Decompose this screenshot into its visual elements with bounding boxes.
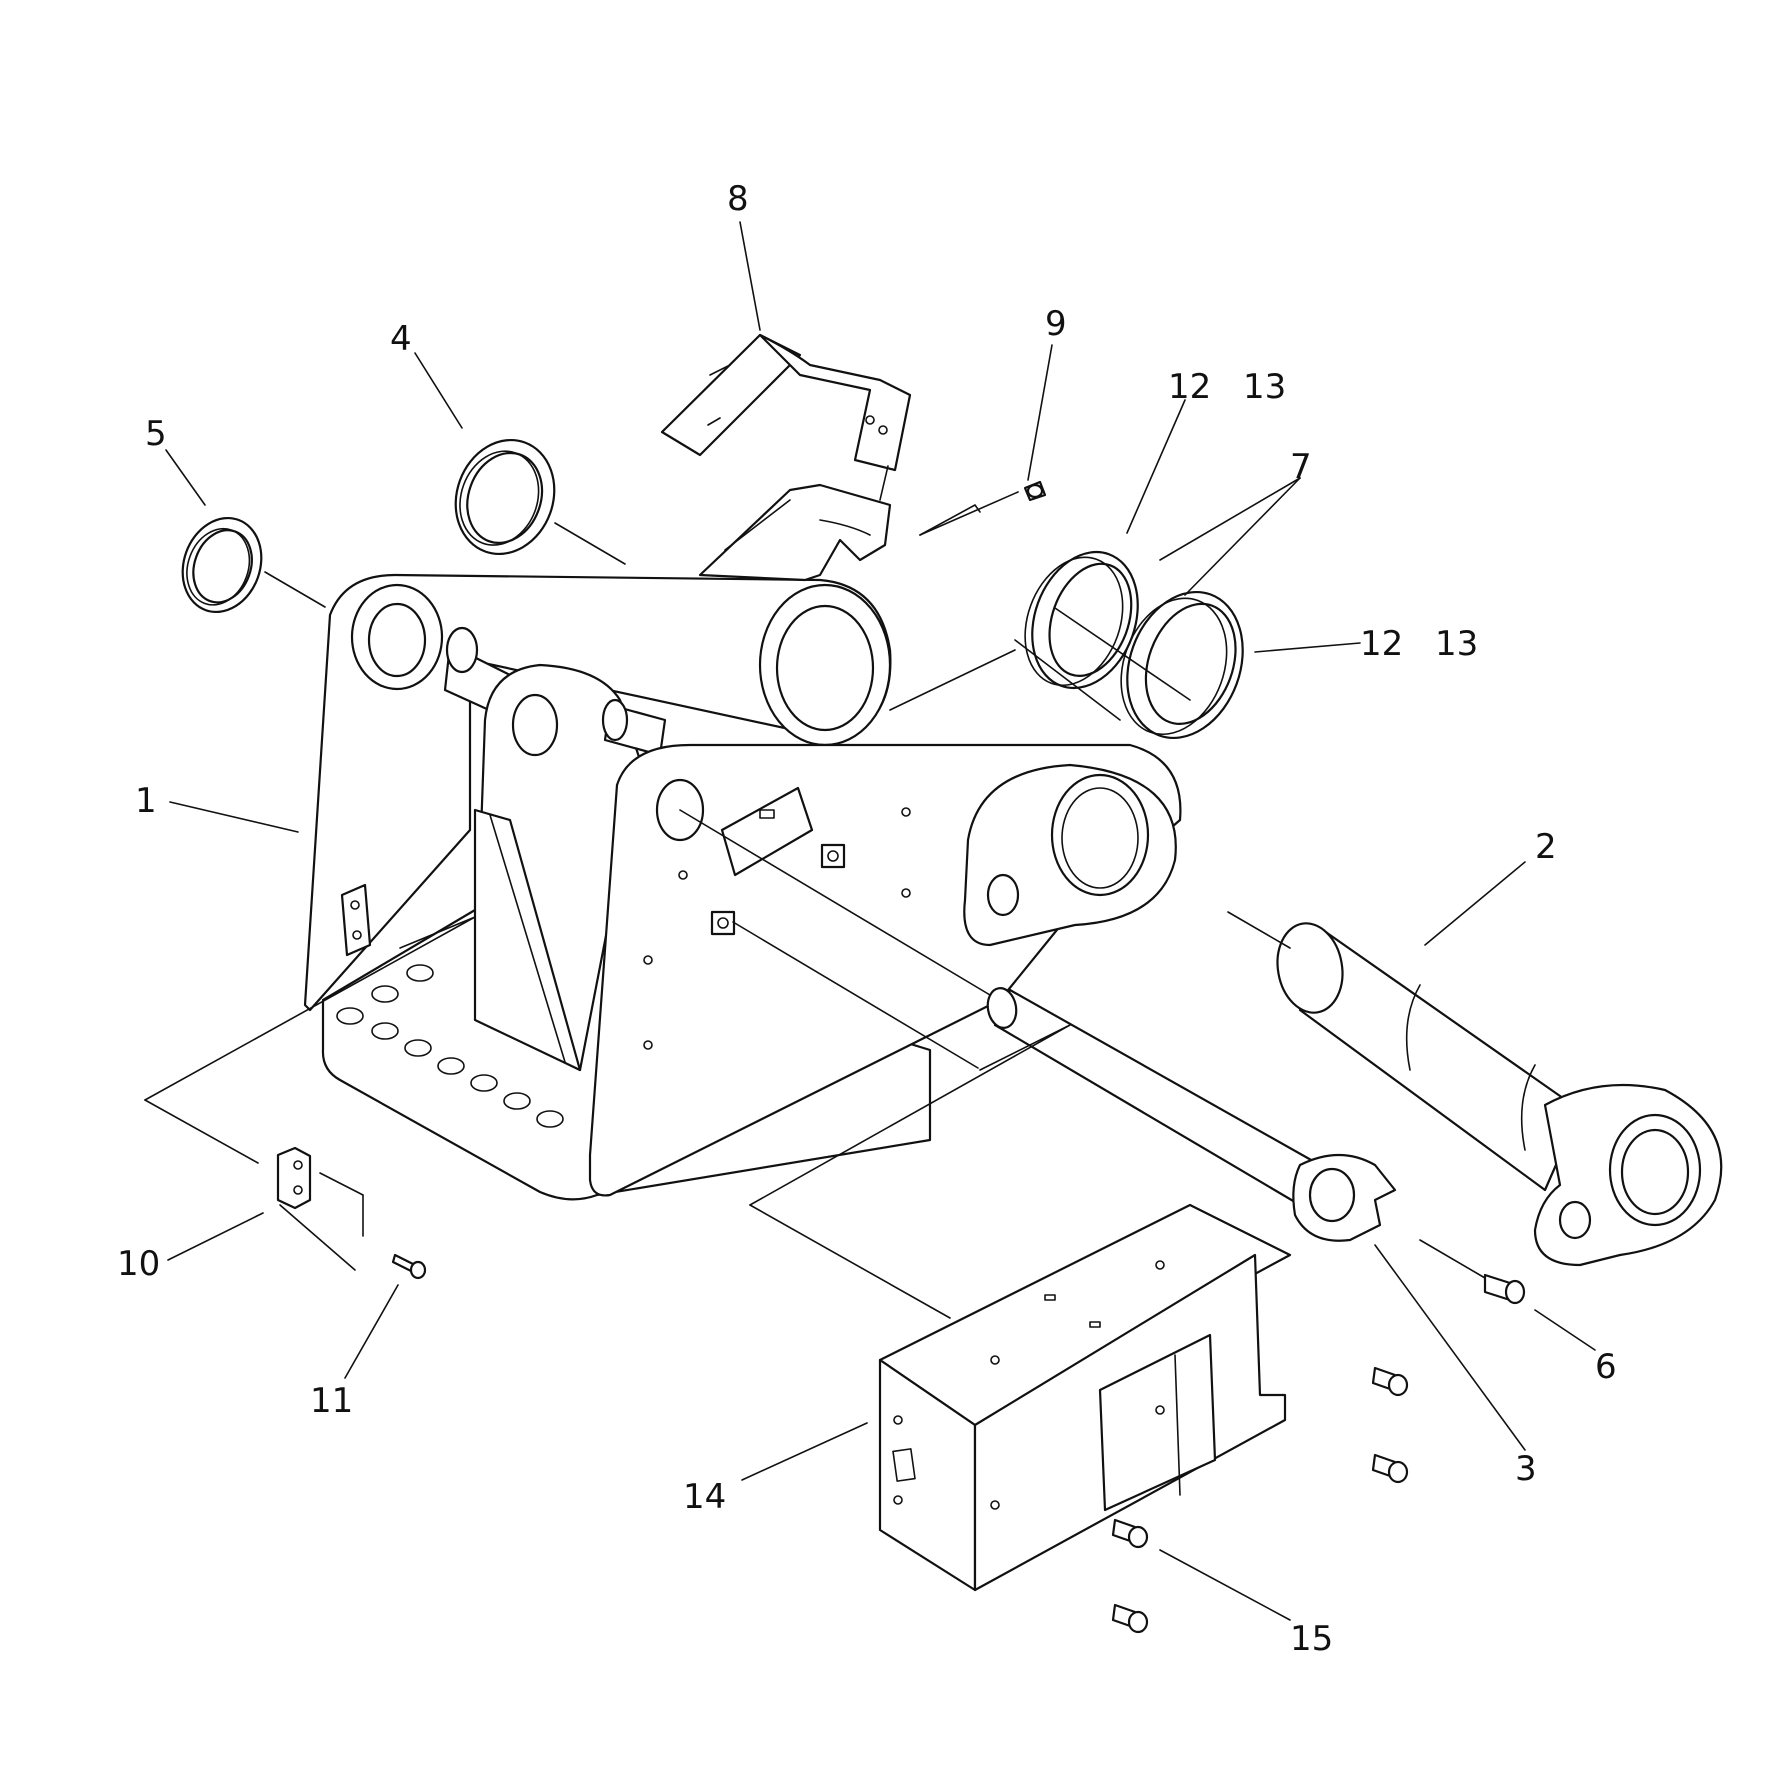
callout-11: 11 [310,1381,353,1421]
callout-7: 7 [1290,447,1312,487]
callout-1: 1 [135,781,157,821]
callout-12b: 12 [1360,624,1403,664]
part-6-screw [1483,1273,1526,1305]
part-14-box-bracket [878,1203,1292,1592]
leader-lines [165,221,1596,1621]
callout-14: 14 [683,1477,726,1517]
part-4-large-nut [454,438,556,556]
callout-5: 5 [145,414,167,454]
callout-8: 8 [727,179,749,219]
part-1-frame [303,573,1182,1201]
part-5-small-nut [181,516,263,614]
assembly-lines [144,465,1486,1319]
callout-15: 15 [1290,1619,1333,1659]
part-2-large-pin [1276,922,1723,1267]
part-8-cover-bracket [660,333,912,582]
callout-13a: 13 [1243,367,1286,407]
part-11-bolt [391,1253,427,1280]
callout-3: 3 [1515,1449,1537,1489]
callout-13b: 13 [1435,624,1478,664]
callout-2: 2 [1535,827,1557,867]
part-9-screw [1023,480,1047,502]
part-3-small-pin [986,987,1397,1242]
callout-10: 10 [117,1244,160,1284]
callout-4: 4 [390,319,412,359]
callout-labels: 1 2 3 4 5 6 7 8 9 10 11 12 13 12 13 14 1… [117,179,1617,1659]
callout-9: 9 [1045,304,1067,344]
base-plate-holes [336,964,564,1128]
part-10-clamp [276,1146,364,1237]
part-15-bolts [1111,1366,1409,1634]
callout-6: 6 [1595,1347,1617,1387]
callout-12a: 12 [1168,367,1211,407]
part-7-bushings [1024,550,1244,740]
